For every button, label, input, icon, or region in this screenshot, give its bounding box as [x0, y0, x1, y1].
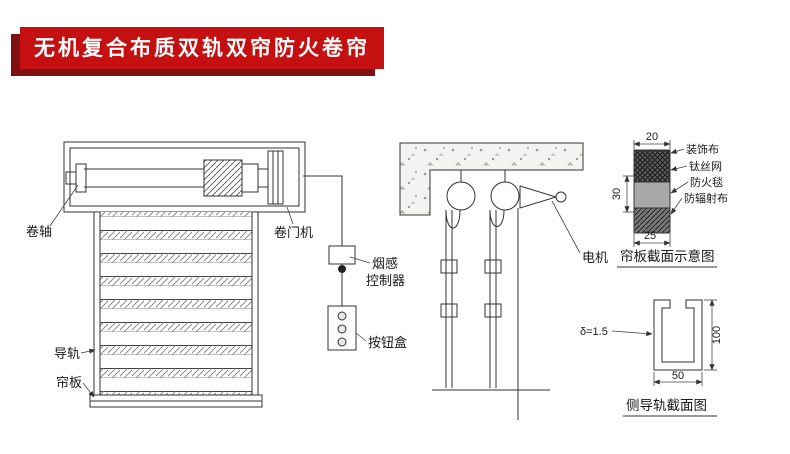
smoke-controller — [328, 245, 356, 265]
label-curtain-panel: 帘板 — [56, 375, 82, 390]
rail-channel-profile — [653, 299, 703, 371]
layer-decor-mesh — [633, 149, 671, 183]
track-clip — [440, 259, 458, 274]
label-guide-rail: 导轨 — [54, 346, 80, 361]
door-motor-body — [203, 159, 243, 197]
rail-cross-section: δ=1.5 100 50 侧导轨截面图 — [580, 299, 723, 417]
shaft-end-cap — [75, 163, 87, 193]
ceiling-mount-drawing — [399, 142, 584, 420]
layer-fire-blanket — [633, 181, 671, 209]
track-clip — [440, 303, 458, 318]
motor-cone — [519, 185, 558, 209]
roller-right — [490, 181, 520, 211]
label-radiation-cloth: 防辐射布 — [684, 191, 728, 205]
label-roll-shaft: 卷轴 — [26, 224, 52, 239]
wiring-drawing — [303, 175, 357, 351]
concrete-lintel — [399, 142, 584, 216]
track-clip — [484, 303, 502, 318]
roller-left — [446, 181, 476, 211]
layer-radiation-cloth — [633, 207, 671, 234]
label-fire-blanket: 防火毯 — [690, 175, 723, 189]
label-titanium-mesh: 钛丝网 — [689, 159, 722, 173]
title-banner: 无机复合布质双轨双帘防火卷帘 — [11, 27, 384, 76]
label-decor-cloth: 装饰布 — [686, 142, 719, 156]
label-motor: 电机 — [582, 250, 608, 265]
curtain-slats — [100, 212, 252, 395]
label-button-box: 按钮盒 — [368, 335, 407, 350]
dim-rail-width: 50 — [672, 370, 684, 382]
roller-housing-drawing — [63, 141, 306, 213]
push-button-box — [327, 305, 357, 351]
panel-section-caption: 帘板截面示意图 — [620, 248, 715, 264]
curtain-drawing — [89, 212, 263, 408]
callout-labels: 卷轴 卷门机 导轨 帘板 烟感 控制器 按钮盒 电机 — [26, 184, 608, 398]
rail-thickness-label: δ=1.5 — [580, 326, 608, 338]
label-door-motor: 卷门机 — [274, 225, 313, 240]
smoke-sensor-dot — [338, 265, 346, 273]
dim-panel-bottom: 25 — [644, 230, 656, 242]
shaft-flange — [267, 150, 284, 205]
page-title: 无机复合布质双轨双帘防火卷帘 — [20, 27, 384, 69]
label-smoke-detector: 烟感 — [372, 256, 398, 271]
dim-panel-side: 30 — [611, 188, 623, 200]
dim-panel-top: 20 — [646, 131, 658, 143]
dim-rail-height: 100 — [711, 326, 723, 344]
panel-cross-section: 装饰布 钛丝网 防火毯 防辐射布 20 30 25 帘板截面示意图 — [611, 131, 728, 268]
label-smoke-controller: 控制器 — [366, 273, 405, 288]
track-clip — [484, 259, 502, 274]
rail-section-caption: 侧导轨截面图 — [626, 398, 707, 413]
